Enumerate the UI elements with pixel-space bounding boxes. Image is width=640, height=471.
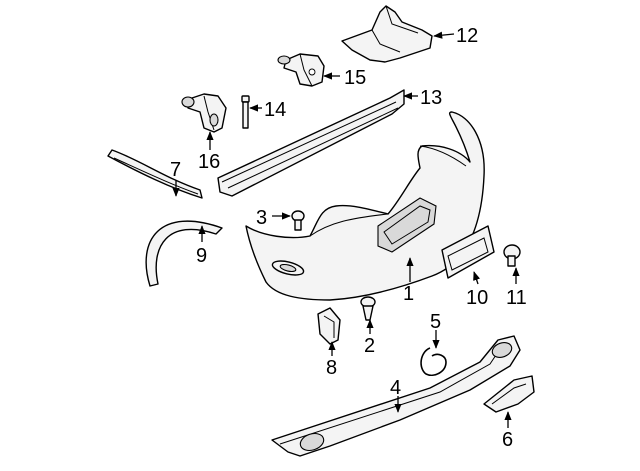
callout-5: 5 (430, 311, 441, 333)
part-13-absorber[interactable] (217, 89, 405, 197)
part-15-bracket[interactable] (277, 53, 325, 87)
part-11-push-pin[interactable] (503, 244, 521, 267)
callout-11: 11 (506, 287, 527, 309)
callout-9: 9 (196, 245, 207, 267)
callout-16: 16 (198, 151, 220, 173)
part-12-bracket[interactable] (341, 5, 433, 63)
callout-7: 7 (170, 159, 181, 181)
callout-12: 12 (456, 25, 478, 47)
leader-lines (172, 31, 520, 428)
part-10-plate-bracket[interactable] (441, 225, 495, 279)
callout-4: 4 (390, 377, 401, 399)
part-3-clip[interactable] (291, 210, 305, 231)
callout-13: 13 (420, 87, 442, 109)
callout-14: 14 (264, 99, 286, 121)
callout-10: 10 (466, 287, 488, 309)
callout-2: 2 (364, 335, 375, 357)
part-1-bumper-cover[interactable] (245, 111, 485, 301)
part-5-wire-clip[interactable] (420, 347, 447, 377)
part-14-bolt[interactable] (241, 95, 250, 129)
callout-8: 8 (326, 357, 337, 379)
callout-labels: 12 15 13 14 16 7 9 3 1 2 8 5 10 11 4 6 (170, 25, 527, 451)
part-7-trim-strip[interactable] (107, 149, 203, 199)
callout-1: 1 (403, 283, 414, 305)
part-2-retainer[interactable] (360, 296, 376, 321)
part-16-bracket[interactable] (181, 93, 227, 133)
callout-6: 6 (502, 429, 513, 451)
part-4-lower-valance[interactable] (271, 335, 521, 457)
part-9-wheel-molding[interactable] (145, 220, 223, 287)
part-6-lamp[interactable] (483, 375, 535, 413)
callout-3: 3 (256, 207, 267, 229)
callout-15: 15 (344, 67, 366, 89)
part-8-reflector[interactable] (317, 307, 341, 345)
